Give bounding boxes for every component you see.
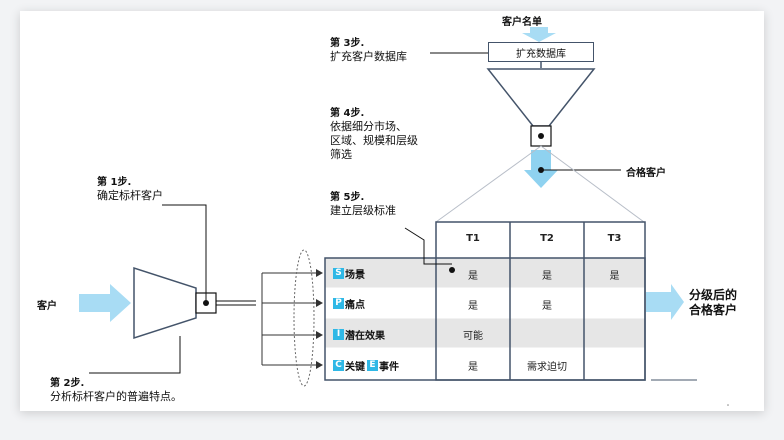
top-input-arrow bbox=[522, 27, 556, 42]
row-label-text: 关键 bbox=[345, 362, 365, 373]
table-cell: 是 bbox=[468, 362, 478, 373]
letter-badge-c: C bbox=[333, 360, 344, 371]
row-label-text: 事件 bbox=[379, 362, 399, 373]
output-arrow bbox=[646, 284, 684, 320]
database-label: 扩充数据库 bbox=[516, 48, 566, 60]
table-cell: 可能 bbox=[463, 331, 483, 342]
customers-label: 客户 bbox=[37, 301, 57, 312]
table-cell: 是 bbox=[468, 301, 478, 312]
step3-text: 扩充客户数据库 bbox=[330, 50, 407, 63]
table-cell: 是 bbox=[609, 271, 620, 282]
table-cell: 是 bbox=[542, 271, 552, 282]
database-box: 扩充数据库 bbox=[488, 42, 594, 62]
step5-title: 第 5步. bbox=[330, 192, 365, 203]
letter-badge-s: S bbox=[333, 268, 344, 279]
qualified-customers-label: 合格客户 bbox=[626, 168, 666, 179]
step2: 第 2步. 分析标杆客户的普遍特点。 bbox=[50, 378, 182, 404]
step3: 第 3步. 扩充客户数据库 bbox=[330, 38, 407, 64]
column-header-t3: T3 bbox=[607, 233, 622, 244]
output-label: 分级后的 合格客户 bbox=[689, 288, 738, 317]
row-label-text: 场景 bbox=[345, 270, 365, 281]
benchmark-funnel bbox=[133, 266, 197, 340]
step5-text: 建立层级标准 bbox=[330, 204, 396, 217]
step2-text: 分析标杆客户的普遍特点。 bbox=[50, 390, 182, 403]
step4-title: 第 4步. bbox=[330, 108, 365, 119]
step1-text: 确定标杆客户 bbox=[97, 189, 163, 202]
step4: 第 4步. 依据细分市场、 区域、规模和层级 筛选 bbox=[330, 108, 418, 162]
table-cell: 是 bbox=[542, 301, 552, 312]
table-cell: 需求迫切 bbox=[527, 362, 567, 373]
step3-title: 第 3步. bbox=[330, 38, 365, 49]
step2-title: 第 2步. bbox=[50, 378, 85, 389]
letter-badge-p: P bbox=[333, 298, 344, 309]
funnel bbox=[486, 68, 596, 127]
step1: 第 1步. 确定标杆客户 bbox=[97, 177, 163, 203]
tier-table bbox=[324, 221, 646, 381]
step4-text: 依据细分市场、 区域、规模和层级 筛选 bbox=[330, 120, 418, 161]
step1-title: 第 1步. bbox=[97, 177, 132, 188]
letter-badge-e: E bbox=[367, 360, 378, 371]
top-input-label: 客户名单 bbox=[502, 17, 542, 28]
customer-arrow bbox=[79, 284, 131, 322]
step5: 第 5步. 建立层级标准 bbox=[330, 192, 396, 218]
row-label-text: 潜在效果 bbox=[345, 331, 385, 342]
column-header-t2: T2 bbox=[540, 233, 554, 244]
column-header-t1: T1 bbox=[466, 233, 480, 244]
letter-badge-i: I bbox=[333, 329, 344, 340]
table-cell: 是 bbox=[468, 271, 478, 282]
row-label-text: 痛点 bbox=[345, 300, 365, 311]
